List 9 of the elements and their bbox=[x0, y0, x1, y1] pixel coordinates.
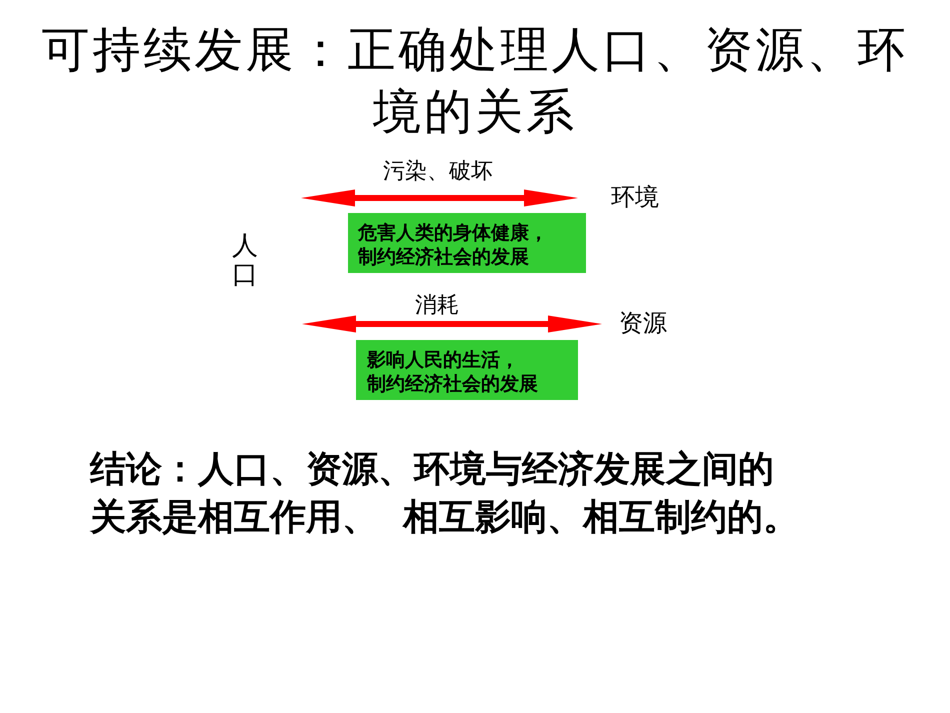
vertical-label: 人口 bbox=[232, 232, 258, 290]
node-label: 资源 bbox=[619, 309, 667, 338]
double-arrow bbox=[302, 316, 602, 332]
note-box: 危害人类的身体健康，制约经济社会的发展 bbox=[348, 213, 586, 273]
title: 可持续发展：正确处理人口、资源、环境的关系 bbox=[40, 21, 910, 142]
double-arrow bbox=[301, 190, 578, 206]
note-box: 影响人民的生活，制约经济社会的发展 bbox=[356, 340, 578, 400]
conclusion-text: 结论：人口、资源、环境与经济发展之间的关系是相互作用、 相互影响、相互制约的。 bbox=[90, 448, 800, 540]
node-label: 环境 bbox=[611, 183, 659, 212]
